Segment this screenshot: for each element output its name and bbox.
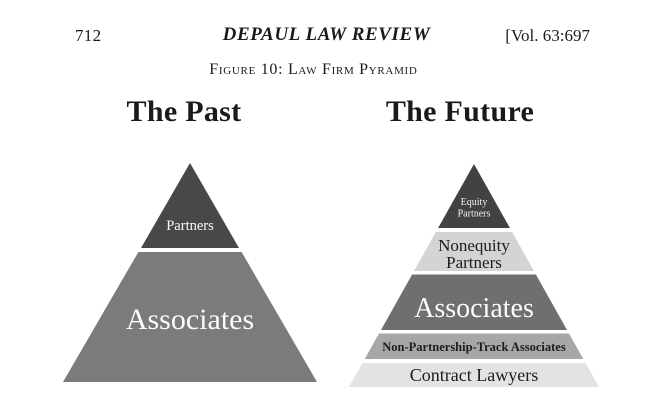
- future-tier-nonequity-partners-label-line1: Nonequity: [438, 236, 510, 255]
- page-header: 712 DEPAUL LAW REVIEW [Vol. 63:697: [0, 0, 653, 50]
- future-pyramid: Equity Partners Nonequity Partners Assoc…: [349, 164, 599, 387]
- future-pyramid-title: The Future: [385, 95, 535, 128]
- future-tier-non-partnership-track-associates-label: Non-Partnership-Track Associates: [382, 340, 566, 354]
- future-tier-non-partnership-track-associates: [364, 333, 584, 359]
- past-pyramid: Partners Associates: [63, 163, 317, 382]
- future-tier-contract-lawyers: [349, 363, 599, 387]
- future-tier-nonequity-partners-label-line2: Partners: [446, 253, 502, 272]
- past-tier-associates-label: Associates: [126, 303, 254, 336]
- future-tier-equity-partners: [438, 164, 510, 228]
- past-tier-partners: [141, 163, 239, 248]
- future-tier-nonequity-partners: [414, 232, 534, 271]
- past-pyramid-title: The Past: [126, 95, 242, 128]
- past-tier-partners-label: Partners: [166, 218, 214, 234]
- future-tier-associates-label: Associates: [414, 293, 534, 324]
- past-tier-associates: [63, 252, 317, 382]
- figure-caption: Figure 10: Law Firm Pyramid: [209, 61, 418, 78]
- future-tier-associates: [381, 274, 567, 330]
- future-tier-equity-partners-label-line1: Equity: [461, 197, 488, 208]
- future-tier-contract-lawyers-label: Contract Lawyers: [410, 365, 538, 385]
- volume-reference: [Vol. 63:697: [505, 26, 590, 45]
- page-number: 712: [75, 26, 102, 45]
- journal-title: DEPAUL LAW REVIEW: [222, 24, 431, 45]
- future-tier-equity-partners-label-line2: Partners: [458, 209, 491, 220]
